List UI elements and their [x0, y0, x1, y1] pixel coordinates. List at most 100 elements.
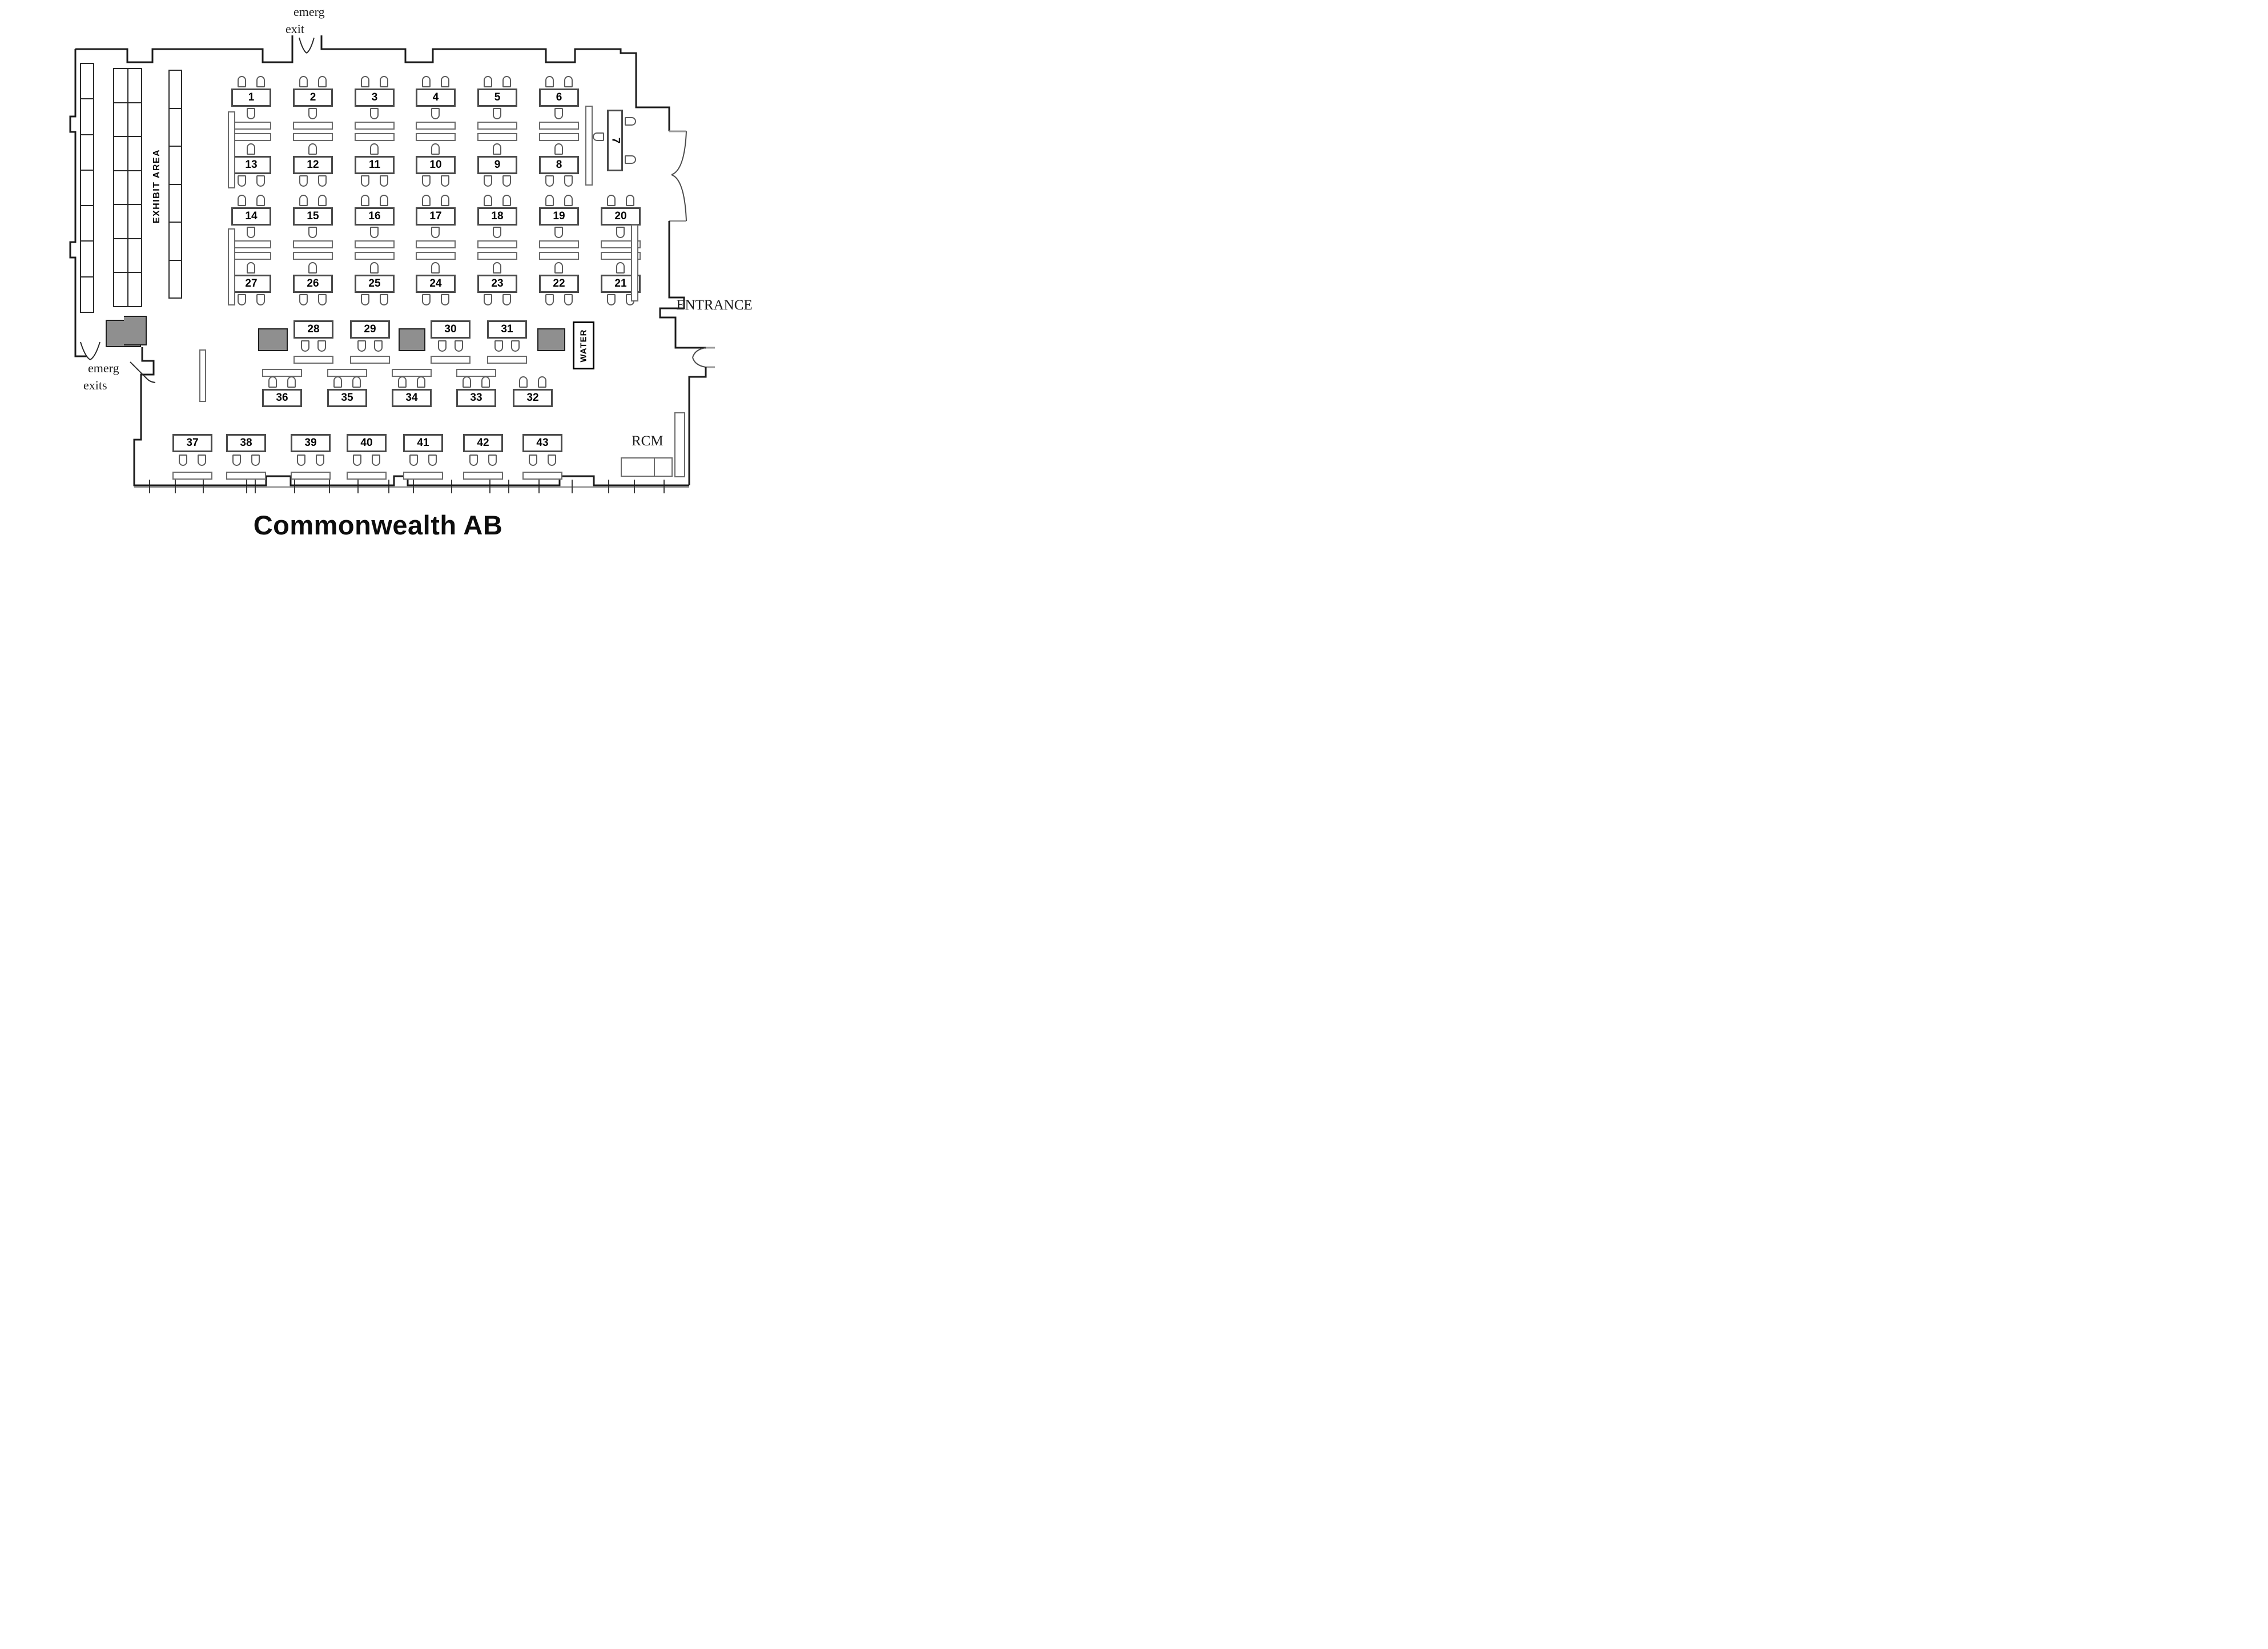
emerg-exits-left-label: emerg exits — [83, 360, 138, 393]
chair — [409, 455, 418, 466]
exhibit-booth-subcell — [114, 171, 128, 204]
exhibit-area-label: EXHIBIT AREA — [152, 148, 162, 224]
table-7-number: 7 — [609, 137, 621, 144]
chair — [318, 294, 327, 305]
table-17: 17 — [416, 207, 456, 226]
chair — [247, 108, 255, 119]
chair — [493, 262, 501, 274]
exhibit-booth-column — [113, 68, 142, 307]
poster-board — [355, 252, 395, 260]
exhibit-booth-cell — [81, 135, 93, 171]
chair — [380, 195, 388, 206]
table-20: 20 — [601, 207, 641, 226]
chair — [299, 195, 308, 206]
chair — [232, 455, 241, 466]
chair — [299, 76, 308, 87]
poster-board — [231, 122, 271, 130]
top-wall-left — [75, 35, 293, 63]
poster-board — [293, 122, 333, 130]
exhibit-booth-cell — [170, 147, 181, 185]
chair — [545, 294, 554, 305]
chair — [564, 76, 573, 87]
side-board — [228, 228, 235, 305]
poster-board — [487, 356, 527, 364]
poster-board — [291, 472, 331, 480]
chair — [441, 76, 449, 87]
right-wall-mid — [659, 221, 706, 349]
poster-board — [293, 356, 333, 364]
exhibit-booth-cell — [170, 185, 181, 223]
chair — [484, 195, 492, 206]
chair — [333, 376, 342, 388]
chair — [469, 455, 478, 466]
table-36: 36 — [262, 389, 302, 407]
chair — [488, 455, 497, 466]
emerg-exits-left-door-swing-icon — [130, 361, 156, 383]
exhibit-booth-cell — [170, 261, 181, 298]
poster-board — [601, 252, 641, 260]
chair — [370, 108, 379, 119]
exhibit-booth-cell — [170, 71, 181, 109]
exhibit-booth-subcell — [128, 273, 142, 306]
lower-door-jambs — [706, 347, 715, 368]
chair — [380, 175, 388, 187]
exhibit-booth-subcell — [114, 69, 128, 102]
chair — [238, 175, 246, 187]
chair — [441, 175, 449, 187]
poster-board — [350, 356, 390, 364]
chair — [422, 195, 431, 206]
exhibit-booth-subcell — [128, 137, 142, 170]
table-13: 13 — [231, 156, 271, 174]
chair — [417, 376, 425, 388]
chair — [268, 376, 277, 388]
poster-board — [539, 122, 579, 130]
chair — [308, 143, 317, 155]
table-16: 16 — [355, 207, 395, 226]
chair — [318, 76, 327, 87]
chair — [493, 143, 501, 155]
table-22: 22 — [539, 275, 579, 293]
chair — [593, 132, 604, 141]
chair — [554, 143, 563, 155]
chair — [441, 294, 449, 305]
chair — [484, 175, 492, 187]
chair — [431, 108, 440, 119]
table-24: 24 — [416, 275, 456, 293]
chair — [238, 76, 246, 87]
chair — [299, 175, 308, 187]
table-29: 29 — [350, 320, 390, 339]
rcm-side-table — [674, 412, 685, 477]
emerg-exits-left-door-icon — [80, 341, 100, 360]
table-32: 32 — [513, 389, 553, 407]
chair — [511, 340, 520, 352]
exhibit-booth-cell — [81, 99, 93, 135]
emerg-exits-left-line1: emerg — [88, 361, 119, 375]
poster-board — [416, 252, 456, 260]
emerg-exits-left-line2: exits — [83, 377, 107, 392]
chair — [299, 294, 308, 305]
exhibit-booth-subcell — [114, 103, 128, 136]
exhibit-booth-cell — [114, 137, 141, 171]
chair — [502, 175, 511, 187]
chair — [545, 76, 554, 87]
poster-board — [539, 133, 579, 141]
poster-board — [416, 240, 456, 248]
chair — [564, 175, 573, 187]
chair — [502, 294, 511, 305]
chair — [374, 340, 383, 352]
chair — [422, 294, 431, 305]
chair — [564, 195, 573, 206]
table-3: 3 — [355, 89, 395, 107]
chair — [352, 376, 361, 388]
entrance-door-jambs — [669, 130, 686, 222]
poster-board — [456, 369, 496, 377]
chair — [238, 195, 246, 206]
chair — [484, 76, 492, 87]
poster-board — [522, 472, 562, 480]
chair — [554, 108, 563, 119]
exhibit-booth-subcell — [128, 171, 142, 204]
bottom-wall-ticks — [149, 480, 665, 493]
table-27: 27 — [231, 275, 271, 293]
poster-board — [293, 252, 333, 260]
chair — [493, 227, 501, 238]
